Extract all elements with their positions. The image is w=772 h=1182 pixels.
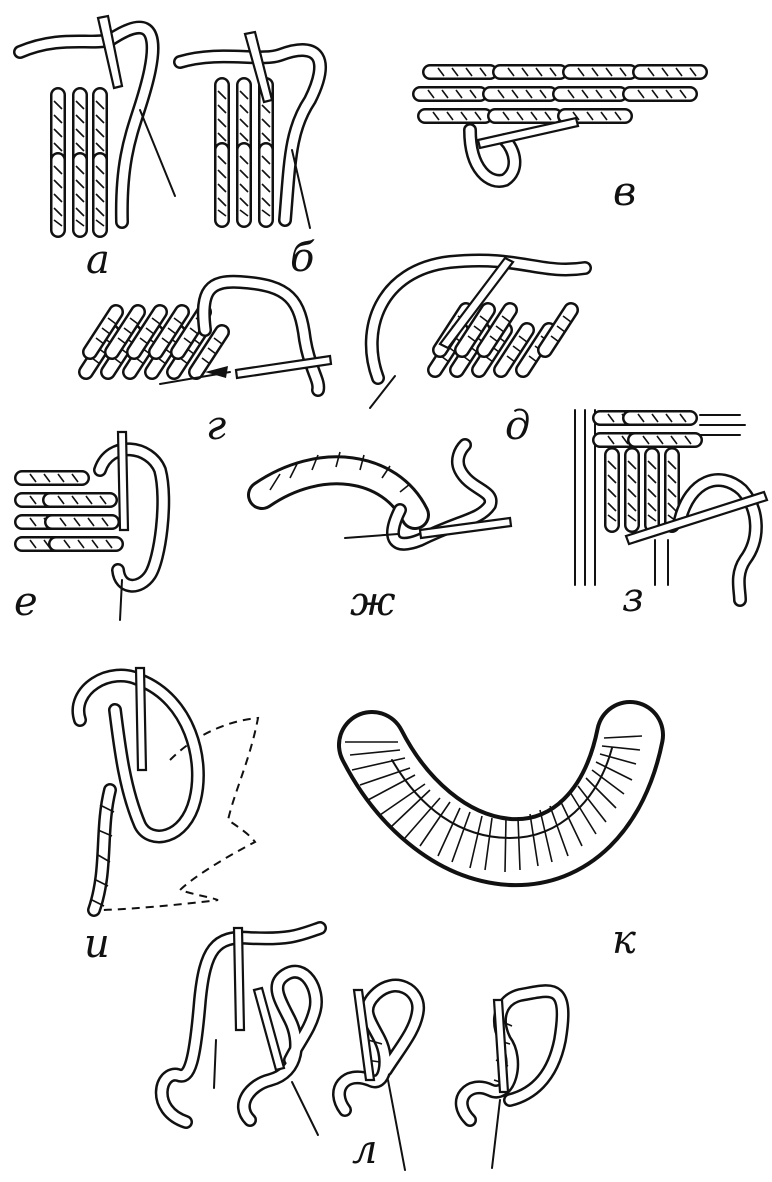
- panel-b: [180, 32, 320, 228]
- panel-a: [20, 16, 175, 230]
- panel-e: [22, 432, 163, 620]
- panel-label-d: д: [505, 406, 530, 446]
- panel-label-b: б: [290, 238, 314, 278]
- yarn-thread-l-3: [339, 986, 418, 1110]
- stitch-block-e: [22, 474, 116, 548]
- fan-stitch-k: [345, 735, 642, 872]
- panel-label-e: е: [14, 582, 38, 622]
- stitch-block-zh: [262, 452, 415, 515]
- stitch-block-v: [420, 68, 700, 120]
- panel-label-z: з: [622, 578, 644, 618]
- yarn-thread-l-4: [462, 991, 563, 1120]
- needle-i: [136, 668, 146, 770]
- panel-label-a: а: [86, 240, 110, 280]
- stitch-block-a: [54, 95, 104, 230]
- panel-label-k: к: [612, 920, 636, 960]
- panel-g: [86, 282, 331, 390]
- panel-z: [575, 410, 767, 600]
- panel-label-l: л: [352, 1130, 377, 1170]
- panel-label-g: г: [206, 406, 226, 446]
- panel-i: [78, 668, 258, 910]
- panel-k: [345, 735, 642, 872]
- stitch-block-b: [218, 85, 270, 220]
- panel-d: [370, 258, 585, 408]
- panel-label-v: в: [613, 172, 636, 212]
- panel-zh: [262, 445, 511, 544]
- panel-label-zh: ж: [350, 582, 395, 622]
- panel-v: [420, 68, 700, 181]
- panel-label-i: и: [84, 924, 110, 964]
